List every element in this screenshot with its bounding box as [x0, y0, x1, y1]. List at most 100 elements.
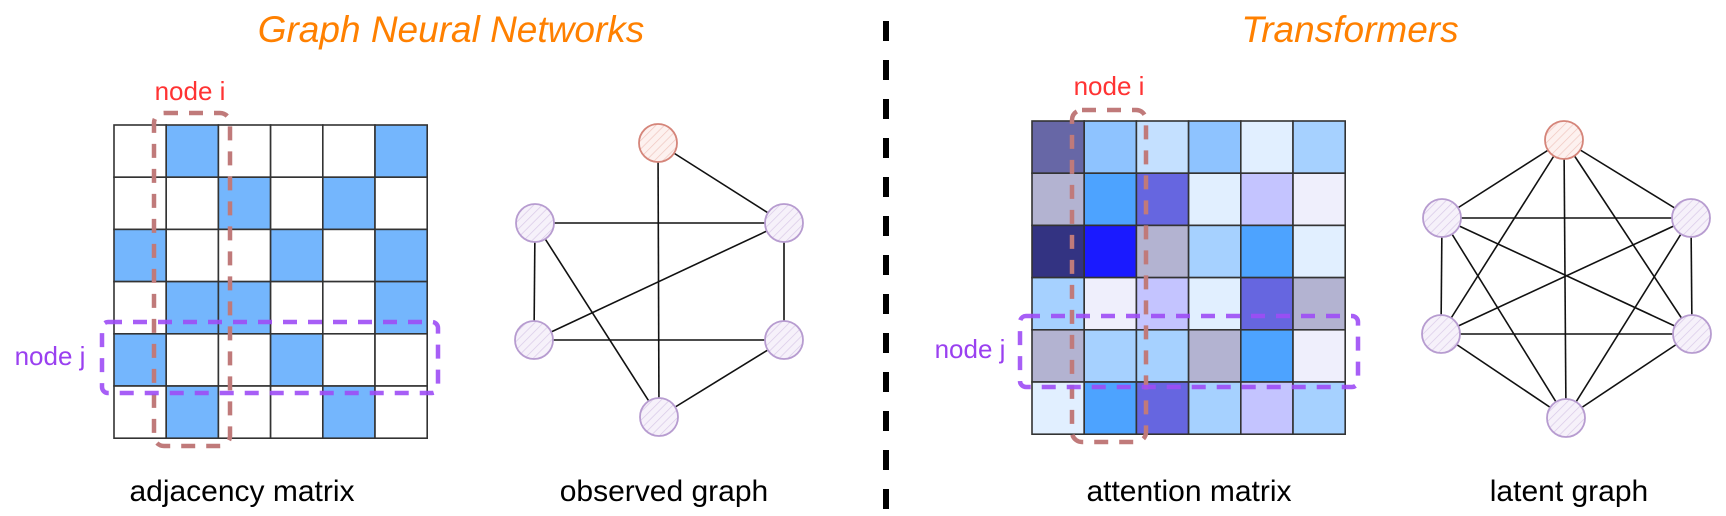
observed-graph-node-lower-left: [514, 320, 554, 360]
attention-cell-r0-c3: [1187, 120, 1242, 175]
observed-graph: [514, 123, 804, 437]
adjacency-cell-r0-c2: [217, 124, 272, 179]
node-j-label: node j: [935, 334, 1006, 364]
latent-graph: [1421, 120, 1712, 438]
latent-graph-caption: latent graph: [1490, 475, 1648, 508]
attention-cell-r5-c5: [1292, 381, 1347, 436]
adjacency-cell-r4-c3: [269, 332, 324, 387]
latent-graph-edge-upper-right-bottom: [1565, 217, 1692, 419]
latent-graph-edge-top-upper-right: [1563, 139, 1692, 219]
adjacency-cell-r0-c4: [321, 124, 376, 179]
attention-cell-r2-c0: [1031, 224, 1086, 279]
adjacency-cell-r4-c4: [321, 332, 376, 387]
observed-graph-caption: observed graph: [560, 475, 768, 508]
node-j-row-highlight: [1017, 313, 1361, 390]
observed-graph-edge-lower-right-bottom: [658, 339, 785, 418]
latent-graph-node-bottom: [1546, 398, 1586, 438]
attention-cell-r1-c5: [1292, 172, 1347, 227]
attention-cell-r4-c5: [1292, 328, 1347, 383]
latent-graph-edge-top-lower-right: [1563, 139, 1693, 335]
latent-graph-edge-top-lower-left: [1440, 139, 1565, 335]
attention-cell-r0-c1: [1083, 120, 1138, 175]
attention-cell-r2-c1: [1083, 224, 1138, 279]
observed-graph-edge-upper-left-bottom: [534, 222, 660, 418]
transformers-title: Transformers: [1241, 9, 1458, 50]
adjacency-cell-r4-c0: [113, 332, 168, 387]
adjacency-cell-r1-c3: [269, 176, 324, 231]
observed-graph-node-top: [638, 123, 678, 163]
node-j-label: node j: [15, 341, 86, 371]
attention-cell-r3-c5: [1292, 276, 1347, 331]
adjacency-cell-r2-c1: [165, 228, 220, 283]
observed-graph-edge-top-bottom: [657, 142, 660, 418]
latent-graph-edge-top-upper-left: [1441, 139, 1565, 219]
latent-graph-edge-upper-right-lower-left: [1440, 217, 1692, 335]
attention-cell-r1-c3: [1187, 172, 1242, 227]
attention-cell-r4-c4: [1240, 328, 1294, 383]
latent-graph-node-lower-left: [1421, 314, 1461, 354]
attention-cell-r5-c1: [1083, 381, 1138, 436]
attention-cell-r5-c4: [1240, 381, 1294, 436]
attention-cell-r4-c3: [1187, 328, 1242, 383]
latent-graph-edge-lower-left-bottom: [1440, 333, 1567, 419]
adjacency-cell-r0-c1: [165, 124, 220, 179]
observed-graph-node-upper-right: [764, 203, 804, 243]
adjacency-cell-r2-c4: [321, 228, 376, 283]
attention-cell-r5-c0: [1031, 381, 1086, 436]
attention-cell-r1-c0: [1031, 172, 1086, 227]
attention-cell-r1-c4: [1240, 172, 1294, 227]
adjacency-cell-r3-c0: [113, 280, 168, 335]
latent-graph-edge-top-bottom: [1563, 139, 1567, 419]
attention-cell-r2-c5: [1292, 224, 1347, 279]
adjacency-cell-r2-c0: [113, 228, 168, 283]
adjacency-cell-r1-c1: [165, 176, 220, 231]
adjacency-matrix-caption: adjacency matrix: [129, 475, 354, 508]
latent-graph-node-top: [1544, 120, 1584, 160]
attention-cell-r3-c0: [1031, 276, 1086, 331]
latent-graph-node-upper-left: [1422, 198, 1462, 238]
attention-cell-r4-c1: [1083, 328, 1138, 383]
observed-graph-edge-upper-right-lower-left: [533, 222, 785, 341]
adjacency-cell-r1-c2: [217, 176, 272, 231]
adjacency-cell-r3-c1: [165, 280, 220, 335]
adjacency-cell-r3-c2: [217, 280, 272, 335]
latent-graph-node-lower-right: [1672, 314, 1712, 354]
attention-cell-r0-c5: [1292, 120, 1347, 175]
adjacency-cell-r3-c3: [269, 280, 324, 335]
adjacency-cell-r4-c1: [165, 332, 220, 387]
observed-graph-node-upper-left: [515, 203, 555, 243]
attention-cell-r1-c1: [1083, 172, 1138, 227]
node-i-label: node i: [1074, 71, 1145, 101]
adjacency-cell-r2-c3: [269, 228, 324, 283]
attention-cell-r2-c3: [1187, 224, 1242, 279]
attention-cell-r5-c3: [1187, 381, 1242, 436]
gnn-title: Graph Neural Networks: [258, 9, 645, 50]
adjacency-cell-r0-c0: [113, 124, 168, 179]
latent-graph-node-upper-right: [1671, 198, 1711, 238]
adjacency-cell-r0-c5: [374, 124, 429, 179]
attention-cell-r4-c0: [1031, 328, 1086, 383]
node-j-row-highlight: [99, 319, 441, 396]
node-i-column-highlight: [1069, 107, 1149, 445]
latent-graph-edge-upper-left-bottom: [1441, 217, 1567, 419]
adjacency-cell-r3-c4: [321, 280, 376, 335]
node-i-column-highlight: [151, 110, 233, 449]
node-i-label: node i: [155, 76, 226, 106]
adjacency-cell-r2-c5: [374, 228, 429, 283]
observed-graph-node-bottom: [639, 397, 679, 437]
adjacency-cell-r1-c5: [374, 176, 429, 231]
observed-graph-edge-top-upper-right: [657, 142, 785, 224]
attention-cell-r2-c4: [1240, 224, 1294, 279]
adjacency-cell-r2-c2: [217, 228, 272, 283]
adjacency-cell-r0-c3: [269, 124, 324, 179]
attention-cell-r3-c4: [1240, 276, 1294, 331]
adjacency-cell-r3-c5: [374, 280, 429, 335]
adjacency-cell-r4-c5: [374, 332, 429, 387]
latent-graph-edge-lower-right-bottom: [1565, 333, 1693, 419]
observed-graph-node-lower-right: [764, 320, 804, 360]
attention-cell-r0-c4: [1240, 120, 1294, 175]
attention-matrix-caption: attention matrix: [1086, 475, 1291, 508]
adjacency-cell-r4-c2: [217, 332, 272, 387]
adjacency-cell-r1-c4: [321, 176, 376, 231]
